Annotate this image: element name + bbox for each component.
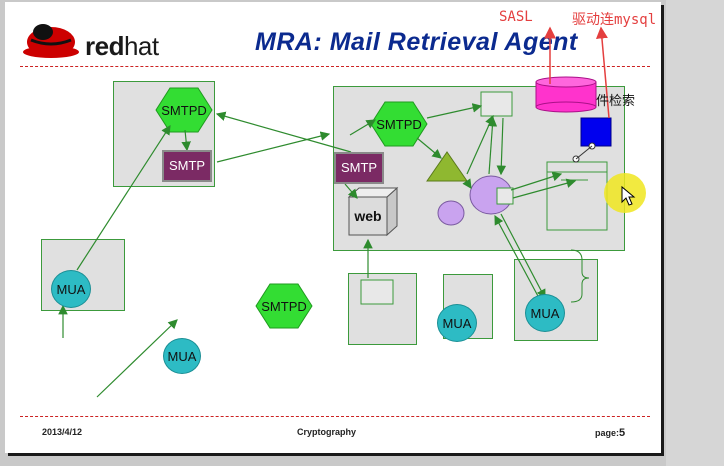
footer-divider	[20, 416, 650, 417]
title-divider	[20, 66, 650, 67]
mua-circle-left: MUA	[51, 270, 91, 308]
smtp-box-left: SMTP	[162, 150, 212, 182]
slide-title: MRA: Mail Retrieval Agent	[255, 28, 578, 56]
smtpd-hexagon-left	[155, 87, 213, 133]
annotation-arrows	[544, 26, 610, 119]
footer-title: Cryptography	[297, 427, 357, 437]
mua-circle-bottom: MUA	[163, 338, 201, 374]
mua-circle-middle: MUA	[437, 304, 477, 342]
search-label: 件检索	[596, 93, 636, 108]
mua-circle-right: MUA	[525, 294, 565, 332]
footer-page: page:5	[595, 427, 626, 439]
flow-arrows	[58, 103, 577, 398]
top-square	[480, 91, 513, 117]
smtpd-label-left: SMTPD	[161, 102, 207, 118]
slide: redhat MRA: Mail Retrieval Agent	[5, 2, 661, 453]
brand-name: redhat	[85, 31, 159, 61]
annotation-sasl: SASL	[499, 9, 533, 25]
smtp-box-right: SMTP	[334, 152, 384, 184]
smtpd-hexagon-bottom	[255, 283, 313, 329]
background-panel	[666, 0, 724, 466]
annotation-mysql-driver: 驱动连mysql	[572, 12, 657, 28]
blue-square	[580, 117, 612, 147]
brace	[570, 249, 590, 303]
filter-triangle	[426, 151, 468, 182]
footer-date: 2013/4/12	[42, 427, 83, 437]
smtpd-label-right: SMTPD	[376, 116, 422, 132]
move-cursor-icon	[621, 185, 636, 206]
diagram-canvas	[58, 26, 612, 398]
circle-square	[496, 187, 514, 205]
smtpd-label-bottom: SMTPD	[261, 298, 307, 314]
web-cube-front	[348, 196, 388, 236]
small-circle	[437, 200, 465, 226]
web-label: web	[354, 208, 382, 224]
redhat-logo-icon	[23, 24, 79, 58]
web-inner-square	[360, 279, 394, 305]
